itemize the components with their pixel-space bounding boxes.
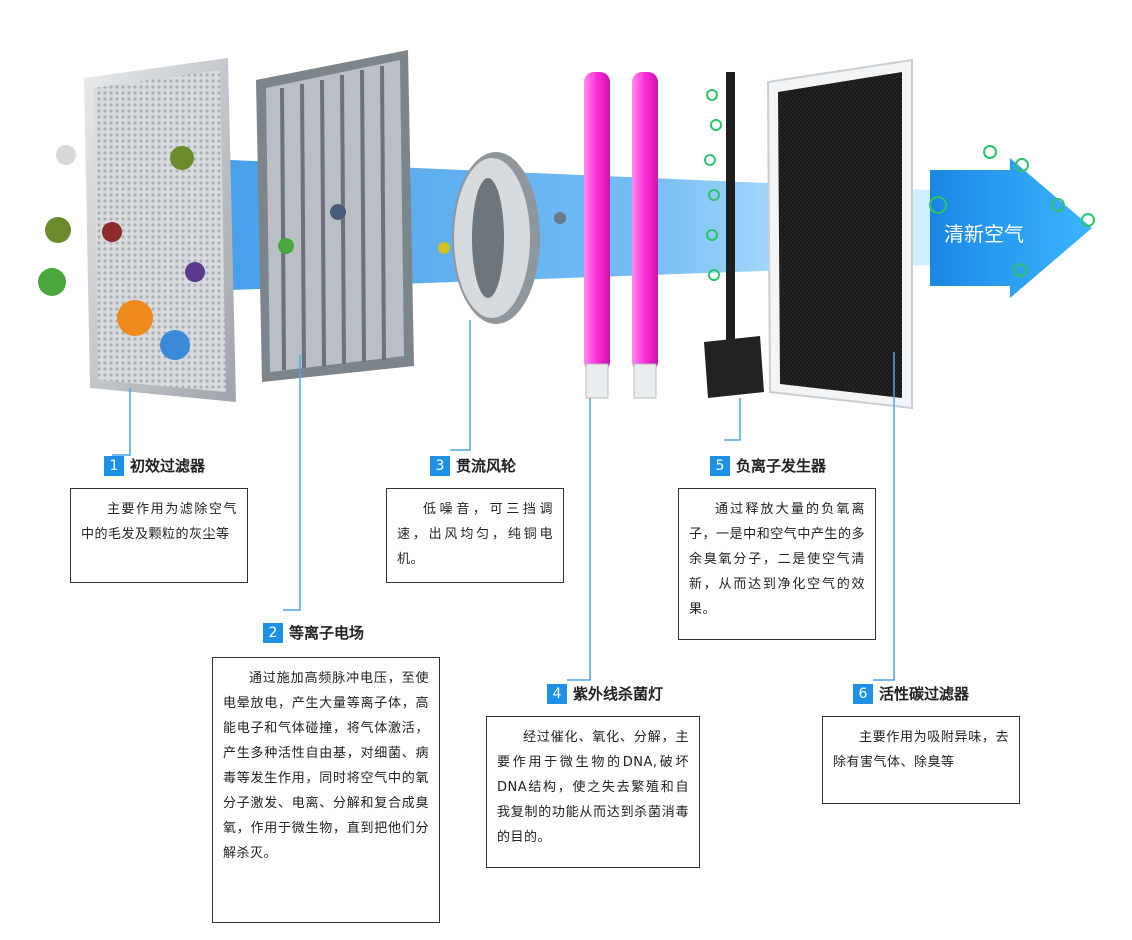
clean-air-arrow (930, 158, 1092, 298)
label-fan-wheel: 3 贯流风轮 (430, 455, 516, 476)
component-title: 活性碳过滤器 (879, 685, 970, 703)
label-carbon-filter: 6 活性碳过滤器 (853, 683, 969, 704)
clean-air-label: 清新空气 (944, 222, 1024, 246)
negative-ion-generator (704, 72, 1095, 398)
component-title: 等离子电场 (289, 624, 365, 642)
activated-carbon-filter (766, 58, 913, 410)
desc-primary-filter: 主要作用为滤除空气中的毛发及颗粒的灰尘等 (70, 488, 248, 583)
connector-lines (112, 320, 895, 681)
label-uv-lamp: 4 紫外线杀菌灯 (547, 683, 663, 704)
fan-wheel (452, 152, 540, 324)
label-ion-generator: 5 负离子发生器 (710, 455, 826, 476)
step-badge: 1 (104, 455, 124, 476)
label-plasma-field: 2 等离子电场 (263, 622, 364, 643)
component-title: 贯流风轮 (456, 457, 517, 475)
label-primary-filter: 1 初效过滤器 (104, 455, 205, 476)
desc-carbon-filter: 主要作用为吸附异味，去除有害气体、除臭等 (822, 716, 1020, 804)
desc-uv-lamp: 经过催化、氧化、分解，主要作用于微生物的DNA,破坏DNA结构，使之失去繁殖和自… (486, 716, 700, 868)
pollutant-particles (38, 145, 566, 360)
step-badge: 6 (853, 683, 873, 704)
step-badge: 5 (710, 455, 730, 476)
desc-ion-generator: 通过释放大量的负氧离子，一是中和空气中产生的多余臭氧分子，二是使空气清新，从而达… (678, 488, 876, 640)
component-title: 初效过滤器 (130, 457, 206, 475)
step-badge: 4 (547, 683, 567, 704)
step-badge: 2 (263, 622, 283, 643)
desc-fan-wheel: 低噪音，可三挡调速，出风均匀，纯铜电机。 (386, 488, 564, 583)
desc-plasma-field: 通过施加高频脉冲电压，至使电晕放电，产生大量等离子体，高能电子和气体碰撞，将气体… (212, 657, 440, 923)
component-title: 负离子发生器 (736, 457, 827, 475)
uv-lamps (584, 72, 658, 399)
component-title: 紫外线杀菌灯 (573, 685, 664, 703)
step-badge: 3 (430, 455, 450, 476)
